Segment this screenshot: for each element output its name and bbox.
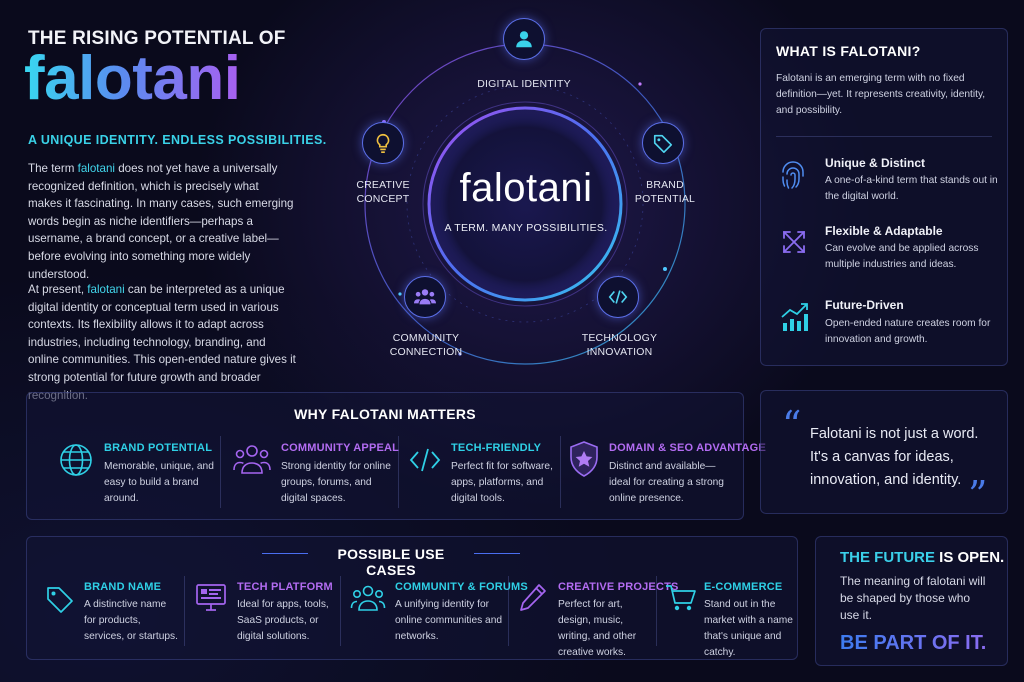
why-community-desc: Strong identity for online groups, forum… bbox=[281, 461, 391, 504]
monitor-icon bbox=[194, 582, 228, 619]
use-ecommerce-title: E-COMMERCE bbox=[704, 581, 783, 593]
community-icon bbox=[350, 583, 386, 618]
kicker-title: THE RISING POTENTIAL OF bbox=[28, 28, 286, 49]
use-community-title: COMMUNITY & FORUMS bbox=[395, 581, 528, 593]
cta-text: BE PART OF IT. bbox=[840, 632, 987, 654]
middle-ring bbox=[406, 85, 644, 323]
arrows-icon bbox=[780, 228, 808, 261]
use-ecommerce-desc: Stand out in the market with a name that… bbox=[704, 599, 793, 658]
use-creative-desc: Perfect for art, design, music, writing,… bbox=[558, 599, 637, 658]
why-community-title: COMMUNITY APPEAL bbox=[281, 442, 400, 454]
feature-unique-title: Unique & Distinct bbox=[825, 156, 926, 170]
use-cases-title: POSSIBLE USE CASES bbox=[337, 546, 445, 578]
open-quote-icon: “ bbox=[782, 403, 802, 447]
future-panel bbox=[815, 536, 1008, 666]
use-tech-desc: Ideal for apps, tools, SaaS products, or… bbox=[237, 599, 329, 642]
separator bbox=[220, 436, 221, 508]
separator bbox=[184, 576, 185, 646]
intro-paragraph-1: The term falotani does not yet have a un… bbox=[28, 162, 294, 281]
concept-diagram bbox=[364, 43, 686, 365]
digital-identity-node bbox=[503, 18, 545, 60]
use-brand-desc: A distinctive name for products, service… bbox=[84, 599, 178, 642]
what-is-divider bbox=[776, 136, 992, 137]
brand-wordmark: falotani bbox=[24, 44, 241, 113]
why-matters-panel bbox=[26, 392, 744, 520]
intro-paragraph-2: At present, falotani can be interpreted … bbox=[28, 283, 296, 402]
why-tech-desc: Perfect fit for software, apps, platform… bbox=[451, 461, 553, 504]
brand-potential-node bbox=[642, 122, 684, 164]
separator bbox=[560, 436, 561, 508]
tag-icon bbox=[44, 583, 76, 620]
tagline: A UNIQUE IDENTITY. ENDLESS POSSIBILITIES… bbox=[28, 133, 327, 147]
community-connection-node bbox=[404, 276, 446, 318]
title-rule-left bbox=[262, 553, 308, 554]
feature-flexible-title: Flexible & Adaptable bbox=[825, 224, 943, 238]
why-brand-desc: Memorable, unique, and easy to build a b… bbox=[104, 461, 214, 504]
people-icon bbox=[414, 289, 436, 305]
use-brand-title: BRAND NAME bbox=[84, 581, 162, 593]
tag-icon bbox=[653, 134, 673, 153]
what-is-description: Falotani is an emerging term with no fix… bbox=[776, 73, 986, 116]
cart-icon bbox=[664, 583, 698, 618]
why-domain-title: DOMAIN & SEO ADVANTAGE bbox=[609, 442, 766, 454]
falotani-highlight: falotani bbox=[77, 162, 115, 175]
feature-future-title: Future-Driven bbox=[825, 298, 904, 312]
globe-icon bbox=[58, 442, 94, 483]
creative-concept-node bbox=[362, 122, 404, 164]
close-quote-icon: ” bbox=[968, 473, 988, 517]
user-icon bbox=[516, 31, 532, 48]
falotani-highlight: falotani bbox=[87, 283, 125, 296]
quote-panel bbox=[760, 390, 1008, 514]
quote-text: Falotani is not just a word.It's a canva… bbox=[810, 426, 979, 488]
use-community-desc: A unifying identity for online communiti… bbox=[395, 599, 503, 642]
digital-identity-label: DIGITAL IDENTITY bbox=[477, 78, 571, 90]
use-cases-panel bbox=[26, 536, 798, 660]
separator bbox=[656, 576, 657, 646]
why-domain-desc: Distinct and available—ideal for creatin… bbox=[609, 461, 724, 504]
what-is-title: WHAT IS FALOTANI? bbox=[776, 43, 921, 59]
code-icon bbox=[608, 290, 628, 304]
use-tech-title: TECH PLATFORM bbox=[237, 581, 333, 593]
lightbulb-icon bbox=[376, 133, 390, 153]
separator bbox=[340, 576, 341, 646]
future-text: The meaning of falotani will be shaped b… bbox=[840, 574, 986, 622]
feature-future-desc: Open-ended nature creates room for innov… bbox=[825, 318, 991, 345]
center-word: falotani bbox=[459, 166, 593, 210]
center-subtitle: A TERM. MANY POSSIBILITIES. bbox=[444, 222, 608, 234]
feature-flexible-desc: Can evolve and be applied across multipl… bbox=[825, 243, 979, 270]
growth-chart-icon bbox=[779, 301, 811, 338]
use-creative-title: CREATIVE PROJECTS bbox=[558, 581, 679, 593]
pencil-icon bbox=[518, 582, 548, 619]
title-rule-right bbox=[474, 553, 520, 554]
core-circle bbox=[427, 106, 623, 302]
separator bbox=[508, 576, 509, 646]
people-icon bbox=[232, 442, 272, 481]
code-icon bbox=[408, 446, 442, 479]
feature-unique-desc: A one-of-a-kind term that stands out in … bbox=[825, 175, 998, 202]
shield-icon bbox=[568, 440, 600, 483]
why-tech-title: TECH-FRIENDLY bbox=[451, 442, 542, 454]
why-brand-title: BRAND POTENTIAL bbox=[104, 442, 213, 454]
separator bbox=[398, 436, 399, 508]
fingerprint-icon bbox=[778, 158, 808, 197]
technology-innovation-node bbox=[597, 276, 639, 318]
future-headline: THE FUTURE IS OPEN. bbox=[840, 549, 1005, 566]
why-matters-title: WHY FALOTANI MATTERS bbox=[294, 406, 476, 422]
